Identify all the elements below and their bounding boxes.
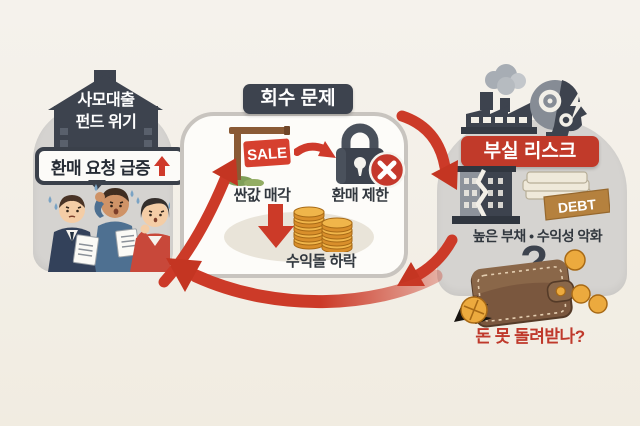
redemption-limit-label: 환매 제한 xyxy=(331,187,389,204)
worried-investors-illustration xyxy=(48,184,170,272)
surge-up-arrow-icon xyxy=(154,156,171,176)
fire-sale-label: 싼값 매각 xyxy=(233,187,291,204)
building-title-line1: 사모대출 xyxy=(77,92,135,109)
alert-box-tail xyxy=(88,180,106,190)
return-drop-arrow-icon xyxy=(258,204,294,248)
fund-building-icon xyxy=(48,70,163,152)
debt-stamp-text: DEBT xyxy=(557,196,597,216)
money-back-question: 돈 못 돌려받나? xyxy=(475,327,585,346)
sweat-drops xyxy=(48,184,170,210)
insolvency-risk-badge: 부실 리스크 xyxy=(461,136,599,167)
return-drop-label: 수익돌 하락 xyxy=(285,253,357,270)
factory-icon xyxy=(461,64,537,134)
ai-head-icon xyxy=(530,80,587,142)
locked-padlock-icon xyxy=(336,123,406,188)
cracked-building-icon xyxy=(452,166,520,224)
building-title-line2: 펀드 위기 xyxy=(75,114,137,131)
sale-sign-text: SALE xyxy=(247,145,288,165)
investor-left xyxy=(48,195,100,272)
empty-wallet-icon: ? xyxy=(454,238,608,328)
debt-money-stack-icon: DEBT xyxy=(522,171,610,221)
center-title-badge: 회수 문제 xyxy=(243,84,353,114)
redemption-surge-label: 환매 요청 급증 xyxy=(50,158,151,178)
sale-sign-icon: SALE xyxy=(227,126,291,186)
investor-middle xyxy=(92,188,140,272)
coin-stacks-icon xyxy=(293,206,353,252)
high-debt-label: 높은 부채 • 수익성 악화 xyxy=(472,228,603,244)
sale-to-lock-arrow xyxy=(294,141,336,158)
